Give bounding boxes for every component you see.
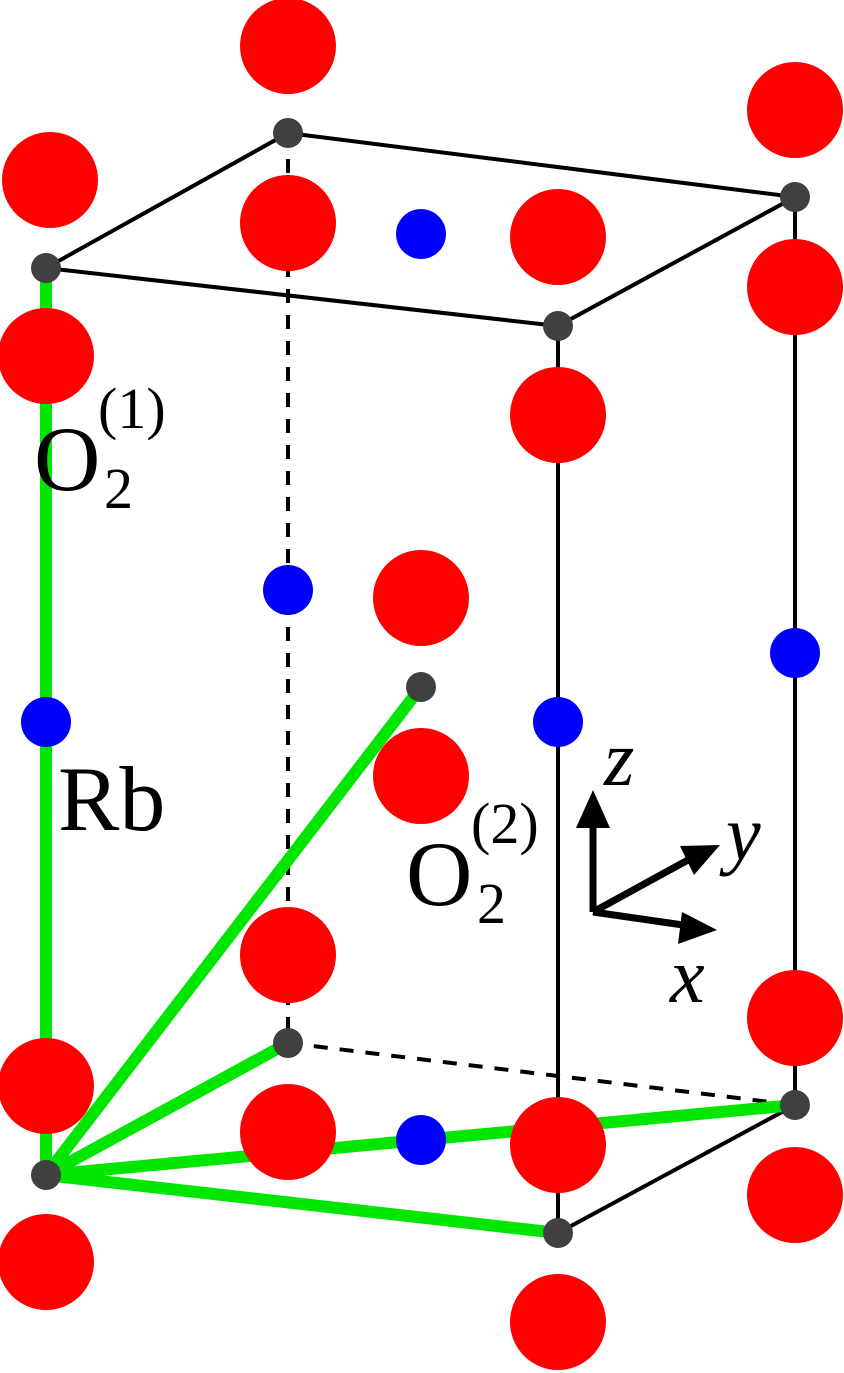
y-arrowhead-icon [680, 845, 720, 875]
edge-bottom-back [287, 1041, 796, 1107]
label-rb: Rb [58, 748, 165, 850]
lattice-node [543, 311, 573, 341]
lattice-node [273, 1028, 303, 1058]
oxygen-atom [240, 907, 336, 1003]
lattice-node [543, 1218, 573, 1248]
path-to-front-right [40, 1169, 564, 1239]
rubidium-atom [21, 697, 71, 747]
oxygen-atom [747, 239, 843, 335]
lattice-node [273, 118, 303, 148]
label-o2-1-subscript: 2 [104, 456, 133, 521]
coordinate-axes: z y x [576, 715, 761, 1019]
lattice-node [31, 253, 61, 283]
oxygen-atom [0, 1214, 94, 1310]
label-o2-2-superscript: (2) [471, 791, 539, 856]
label-o2-1: O 2 (1) [34, 376, 166, 521]
path-to-center [40, 681, 427, 1181]
z-axis-label: z [603, 715, 634, 802]
label-o2-2-base: O [406, 823, 472, 925]
oxygen-atom [240, 0, 336, 94]
oxygen-atom [2, 132, 98, 228]
lattice-node [31, 1160, 61, 1190]
rubidium-atoms [21, 209, 820, 1165]
oxygen-atom [747, 970, 843, 1066]
x-axis-label: x [669, 932, 705, 1019]
edge-top-back [287, 131, 796, 199]
label-o2-2-subscript: 2 [477, 871, 506, 936]
edge-bottom-right [557, 1103, 796, 1235]
oxygen-atom [373, 728, 469, 824]
oxygen-atom [510, 1097, 606, 1193]
rubidium-atom [396, 209, 446, 259]
oxygen-atom [240, 1084, 336, 1180]
rubidium-atom [263, 565, 313, 615]
oxygen-atom [0, 308, 94, 404]
label-o2-2: O 2 (2) [406, 791, 539, 936]
oxygen-atom [240, 175, 336, 271]
oxygen-atom [510, 367, 606, 463]
z-arrowhead-icon [576, 790, 610, 828]
x-axis-arrow [592, 908, 691, 930]
label-o2-1-superscript: (1) [98, 376, 166, 441]
rubidium-atom [396, 1115, 446, 1165]
lattice-node [780, 182, 810, 212]
edge-top-right [557, 195, 796, 328]
rubidium-atom [770, 628, 820, 678]
oxygen-atom [747, 1147, 843, 1243]
edge-top-left [45, 131, 289, 270]
oxygen-atom [0, 1038, 94, 1134]
path-to-back-left [40, 1037, 294, 1181]
oxygen-atom [510, 1274, 606, 1370]
oxygen-atom [510, 189, 606, 285]
edge-top-front [45, 266, 559, 328]
lattice-nodes [31, 118, 810, 1248]
rubidium-atom [533, 697, 583, 747]
label-o2-1-base: O [34, 408, 100, 510]
x-arrowhead-icon [678, 912, 717, 944]
oxygen-atom [373, 550, 469, 646]
oxygen-atom [747, 62, 843, 158]
y-axis-arrow [591, 856, 690, 916]
lattice-node [780, 1090, 810, 1120]
y-axis-label: y [719, 790, 761, 877]
lattice-node [406, 672, 436, 702]
